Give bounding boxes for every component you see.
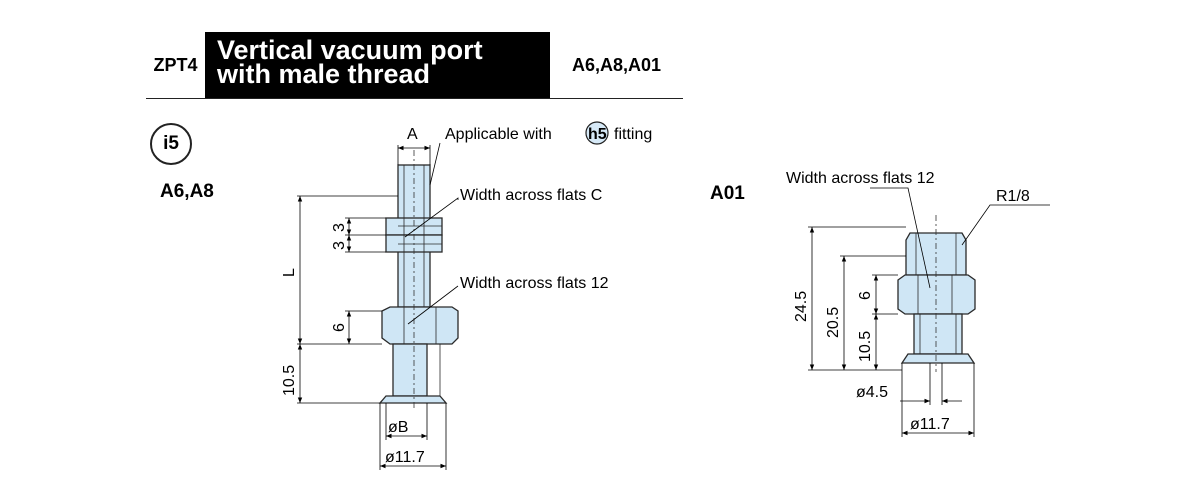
right-flats-12-text: Width across flats 12 [786, 170, 935, 187]
right-part [897, 232, 976, 364]
left-part [378, 164, 459, 404]
left-dim-10-5: 10.5 [281, 365, 298, 396]
left-flats-c-text: Width across flats C [460, 187, 602, 204]
right-base [900, 353, 976, 364]
left-variant-label: A6,A8 [160, 181, 214, 202]
left-dim-3-lower: 3 [331, 241, 348, 250]
product-title: Vertical vacuum port with male thread [205, 32, 550, 98]
left-dim-6: 6 [331, 323, 348, 332]
right-thread-text: R1/8 [996, 188, 1030, 205]
left-dim-l: L [281, 268, 298, 277]
left-detail-lines [398, 165, 446, 396]
right-dim-6: 6 [857, 291, 874, 300]
right-hex-body [897, 274, 976, 315]
product-title-line1: Vertical vacuum port [217, 35, 483, 65]
left-fitting-badge: h5 [588, 126, 607, 143]
right-detail-lines [915, 233, 957, 354]
series-code: ZPT4 [153, 54, 198, 75]
product-header: ZPT4 Vertical vacuum port with male thre… [146, 32, 683, 98]
right-dim-10-5: 10.5 [857, 331, 874, 362]
left-dim-3-upper: 3 [331, 223, 348, 232]
left-dim-a [397, 145, 431, 165]
left-flats-12-leader [407, 285, 459, 325]
left-flats-12-text: Width across flats 12 [460, 275, 609, 292]
left-fitting-base [378, 395, 448, 404]
left-dim-a-text: A [407, 126, 418, 143]
left-bottom-dims [379, 403, 447, 470]
right-flats-12-leader [870, 187, 931, 289]
model-codes: A6,A8,A01 [571, 54, 662, 75]
left-fitting-badge-circle [585, 121, 609, 145]
left-applicable-suffix: fitting [614, 126, 652, 143]
left-applicable-prefix: Applicable with [445, 126, 552, 143]
left-dim-dia: ø11.7 [385, 449, 425, 466]
left-dim-lines [297, 195, 398, 404]
right-neck [913, 313, 963, 355]
left-hex-body [381, 306, 459, 345]
left-lower-body [392, 343, 428, 397]
right-dim-dia: ø11.7 [910, 416, 950, 433]
header-rule [146, 98, 683, 99]
left-flats-c-leader [404, 197, 459, 238]
right-dim-24-5: 24.5 [793, 291, 810, 322]
right-dim-20-5: 20.5 [825, 307, 842, 338]
right-dim-dia-small: ø4.5 [856, 384, 888, 401]
right-dim-lines [808, 226, 906, 371]
right-bottom-dims [900, 363, 975, 437]
right-variant-label: A01 [710, 183, 745, 204]
product-title-line2: with male thread [217, 59, 431, 89]
diagram-badge: i5 [150, 123, 192, 165]
right-thread-leader [961, 204, 1050, 246]
left-applicable-leader [429, 142, 441, 186]
left-dim-b: øB [388, 419, 408, 436]
